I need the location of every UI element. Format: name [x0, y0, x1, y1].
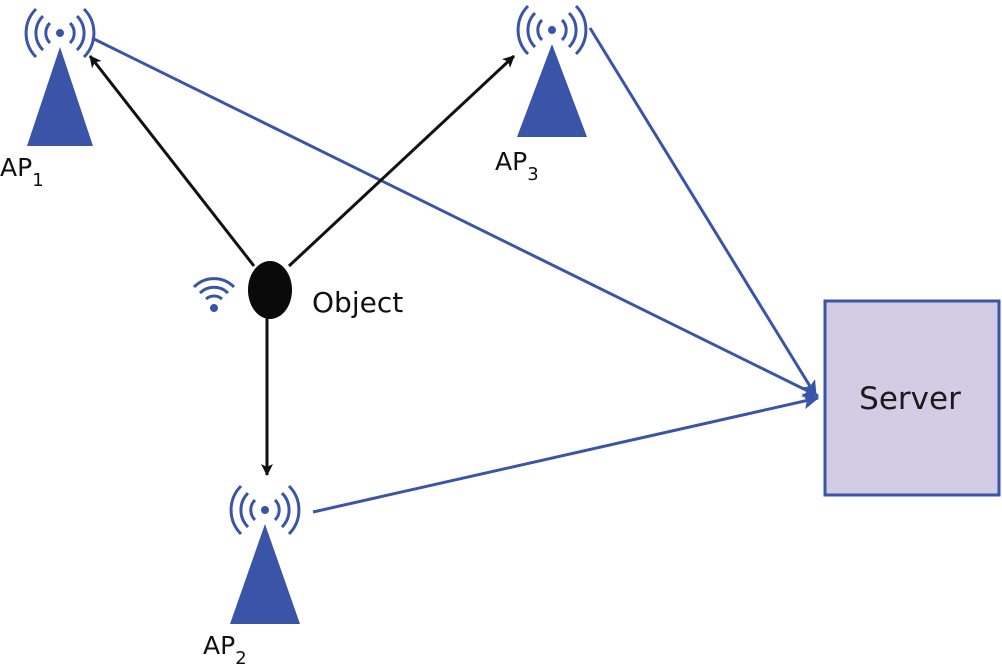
server-node: Server [823, 299, 1001, 497]
ap3-label: AP3 [495, 147, 539, 185]
object-label: Object [312, 286, 403, 319]
antenna-tower-icon [229, 484, 301, 624]
ap1-label: AP1 [0, 153, 44, 191]
edge-ap1-server [91, 36, 820, 398]
object-dot [248, 261, 292, 319]
server-label: Server [859, 381, 961, 417]
antenna-tower-icon [516, 4, 588, 137]
edge-ap2-server [312, 393, 820, 514]
edge-object-ap3 [287, 54, 516, 268]
edge-object-ap1 [88, 55, 256, 267]
ap-to-server-links [91, 27, 820, 514]
object-to-ap-links [88, 54, 516, 476]
object-node: Object [192, 261, 403, 319]
server-box [823, 299, 1001, 497]
edge-ap3-server [588, 27, 818, 397]
ap2-node [229, 484, 301, 624]
ap1-node [24, 7, 96, 146]
ap2-label: AP2 [203, 631, 247, 668]
wifi-signal-icon [192, 277, 236, 312]
ap3-node [516, 4, 588, 137]
antenna-tower-icon [24, 7, 96, 146]
